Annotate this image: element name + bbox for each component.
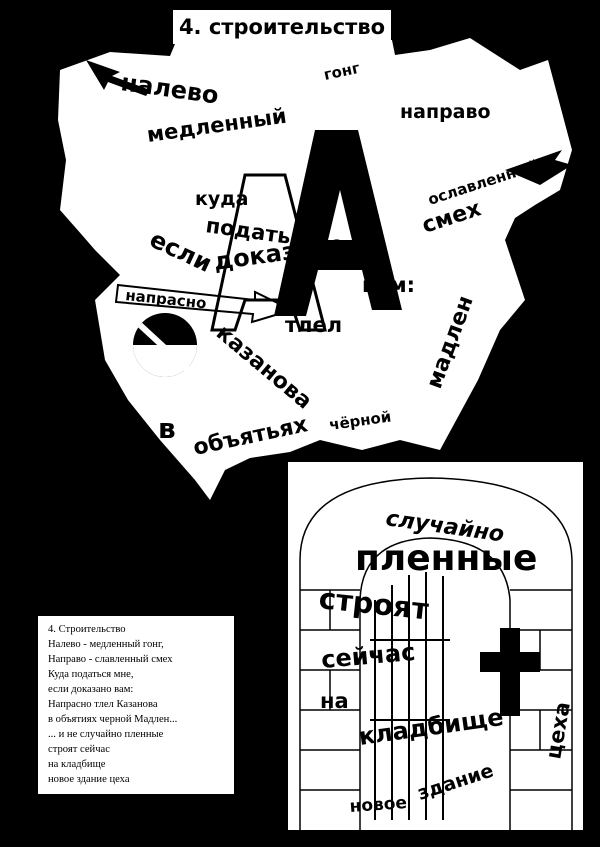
word-madlen: мадлен (422, 292, 479, 392)
word-kladbishche: кладбище (357, 703, 505, 751)
word-naprasno: напрасно (125, 286, 208, 312)
word-zdanie: здание (415, 760, 497, 805)
poem-line: строят сейчас (48, 744, 110, 755)
arrow-left (86, 60, 150, 96)
outline-letter-a (210, 173, 327, 332)
word-tsekha: цеха (541, 700, 575, 761)
poem-line: ... и не случайно пленные (48, 729, 164, 740)
word-seychas: сейчас (320, 638, 416, 674)
poem-line: в объятиях черной Мадлен... (48, 714, 178, 725)
word-napravo: направо (400, 101, 491, 123)
word-stroyat: строят (317, 581, 430, 626)
gate-illustration (288, 462, 583, 830)
striped-circle (133, 313, 197, 377)
poem-line: если доказано вам: (48, 684, 134, 695)
word-nalevo: налево (119, 68, 220, 109)
poem-line: на кладбище (48, 759, 106, 770)
word-obyatyakh: объятьях (191, 412, 310, 461)
poem-line: Куда податься мне, (48, 669, 134, 680)
word-gong: гонг (322, 59, 361, 84)
word-vam: вам: (362, 273, 415, 297)
word-na: на (320, 689, 349, 713)
word-mne: мне (340, 246, 371, 262)
word-tlel: тлел (285, 313, 342, 337)
word-kuda: куда (195, 188, 248, 210)
poem-line: Напрасно тлел Казанова (48, 699, 158, 710)
poem-line: новое здание цеха (48, 774, 130, 785)
arrow-right (505, 150, 572, 185)
poem-text-box: 4. Строительство Налево - медленный гонг… (38, 616, 234, 794)
word-oslavlenny: ославленный (426, 156, 542, 209)
page-title: 4. строительство (173, 10, 391, 44)
word-plennye: пленные (355, 538, 537, 579)
word-chernoy: чёрной (328, 407, 392, 434)
poem-line: 4. Строительство (48, 624, 126, 635)
word-i-ne: и не (286, 467, 335, 495)
arrow-naprasno (114, 283, 295, 324)
word-novoe: новое (349, 793, 408, 817)
word-medlenny: медленный (145, 104, 288, 147)
poem-line: Налево - медленный гонг, (48, 639, 164, 650)
poem-line: Направо - славленный смех (48, 654, 173, 665)
word-v: в (158, 412, 176, 445)
